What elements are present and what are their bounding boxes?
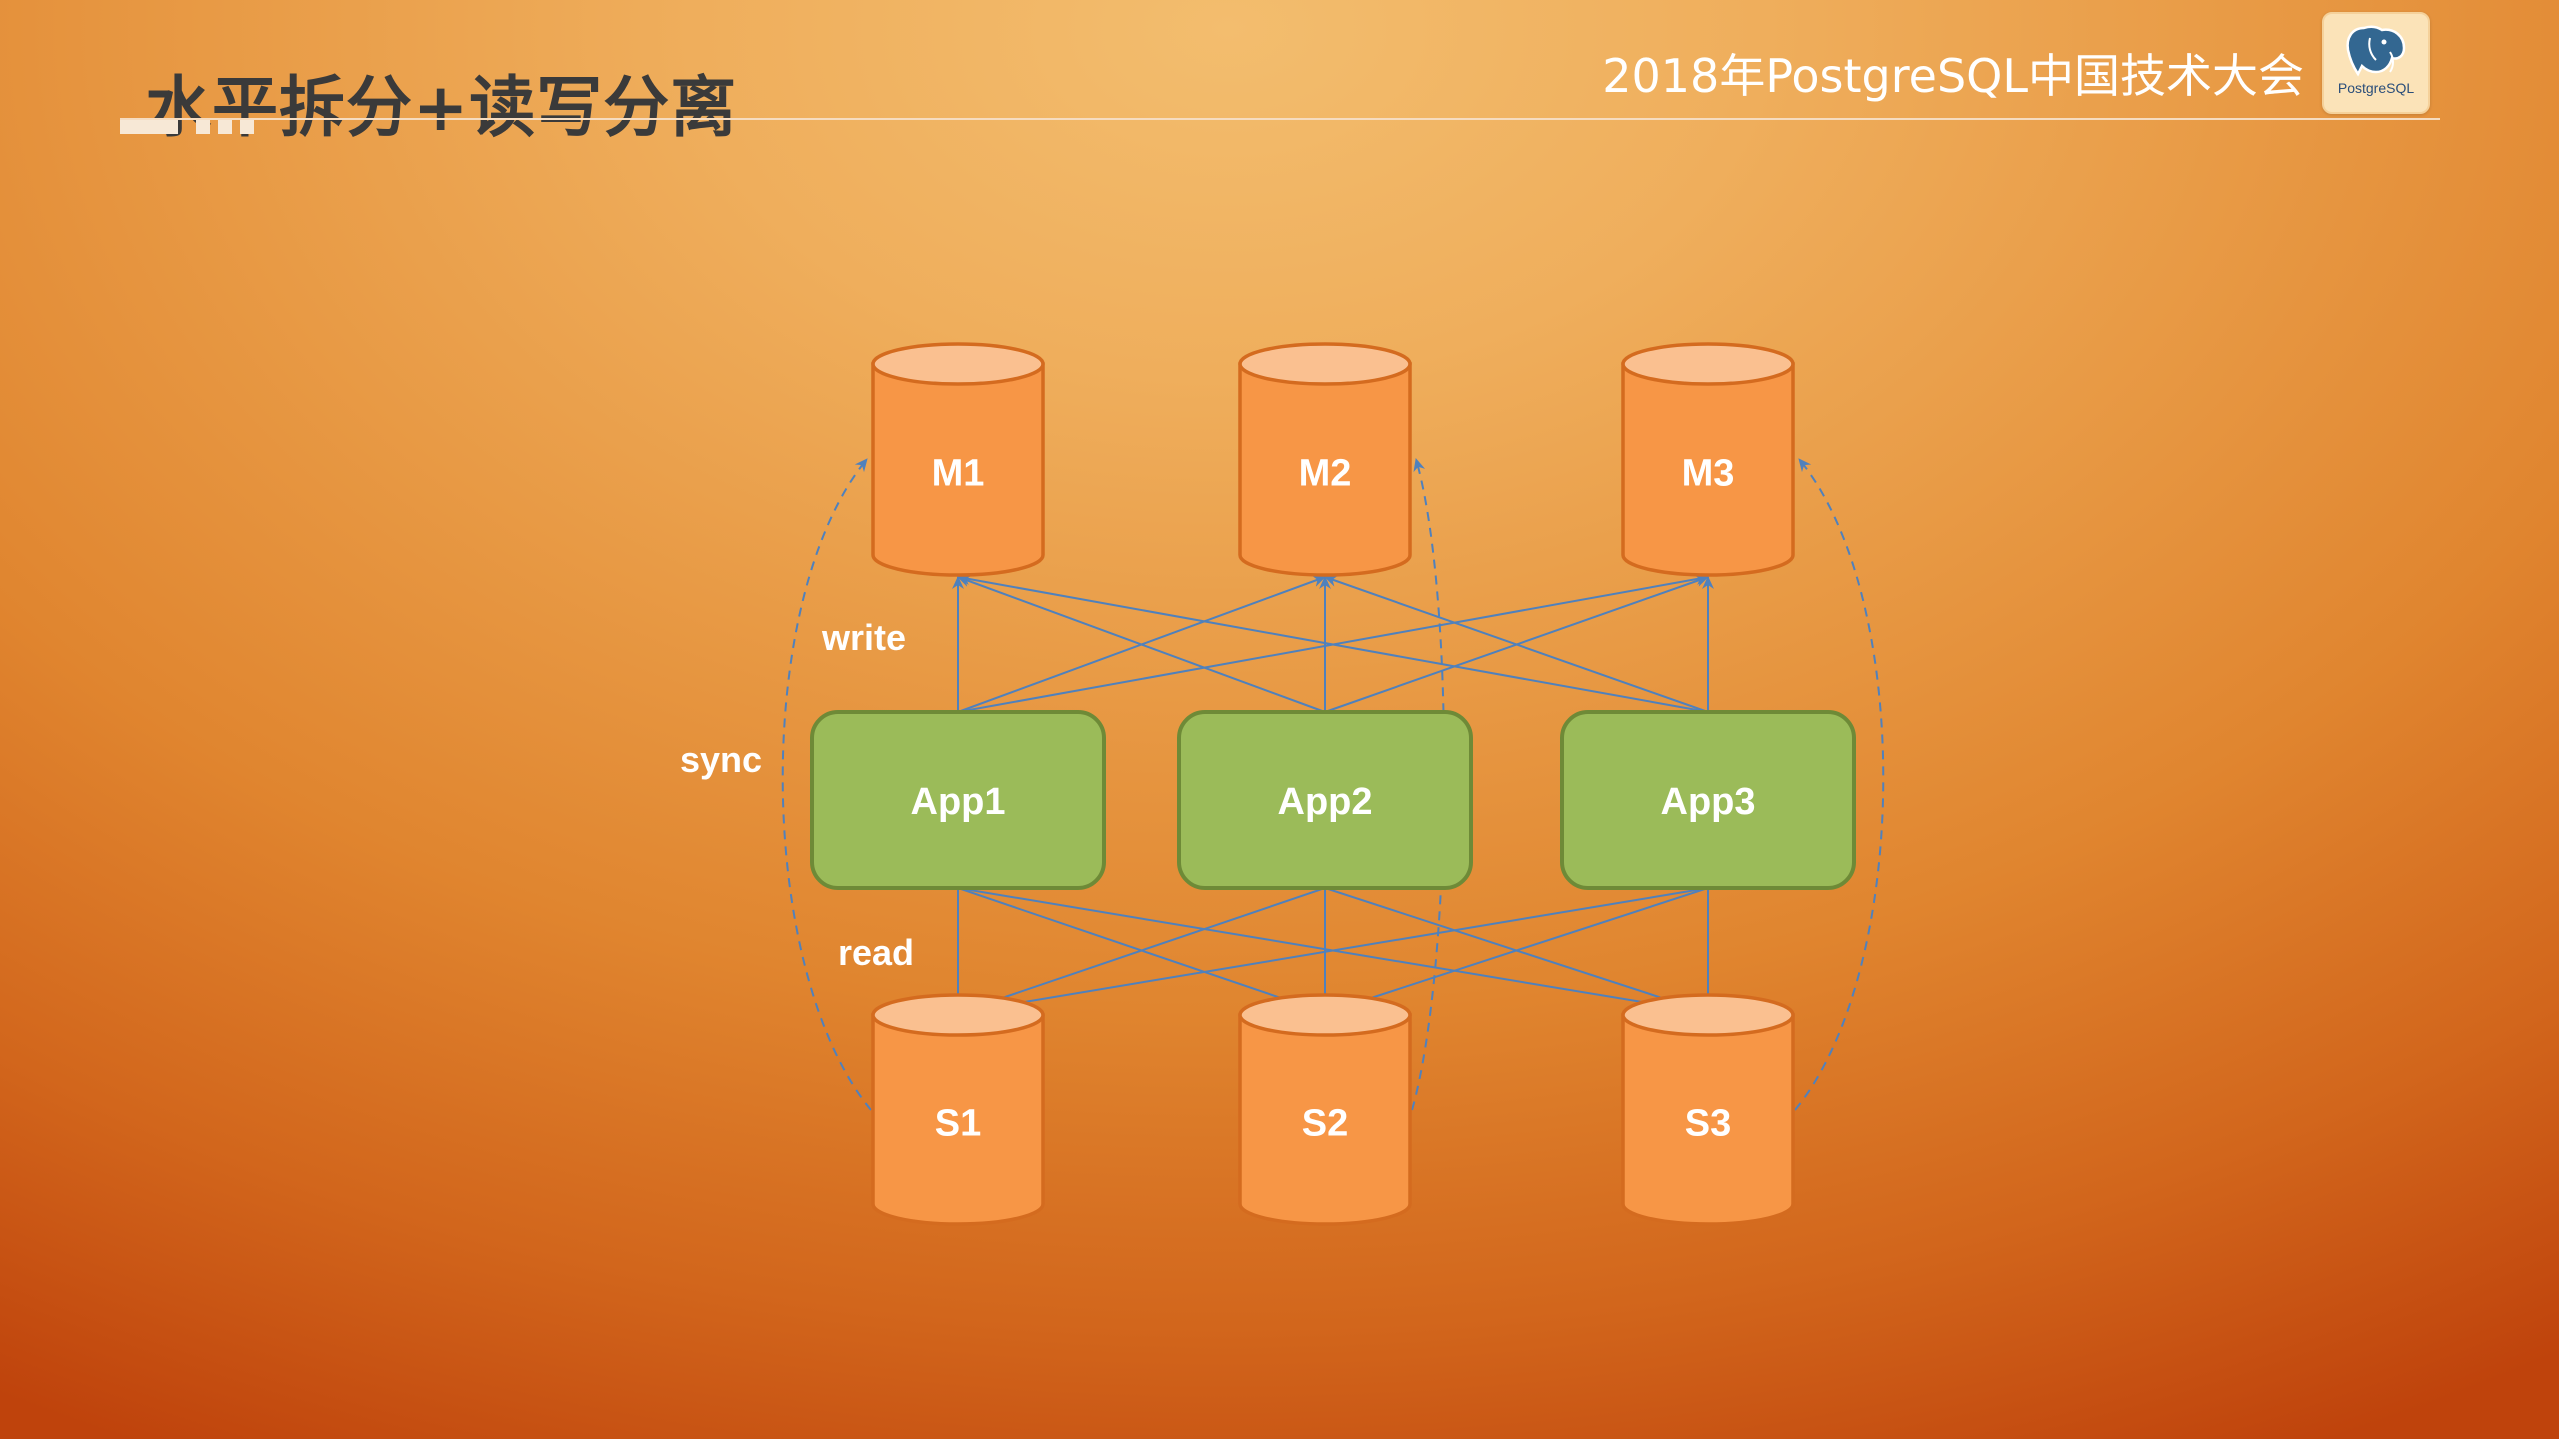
title-decoration (120, 118, 260, 136)
db-node-s3: S3 (1621, 993, 1795, 1226)
cylinder-top (871, 993, 1045, 1037)
edge-label-sync: sync (680, 739, 762, 780)
sync-edge-S3-M3 (1794, 458, 1885, 1111)
app-node-app2: App2 (1177, 710, 1473, 890)
cylinder-top (1238, 993, 1412, 1037)
db-node-s2: S2 (1238, 993, 1412, 1226)
write-edge-App3-M2 (1324, 575, 1709, 713)
postgresql-elephant-icon (2346, 25, 2406, 77)
db-node-m1: M1 (871, 342, 1045, 577)
read-edge-App3-S1 (957, 887, 1709, 1017)
cylinder-body (1238, 1013, 1412, 1226)
app-box (1560, 710, 1856, 890)
db-node-m2: M2 (1238, 342, 1412, 577)
edge-labels-layer: write read sync (680, 617, 914, 973)
cylinder-body (1621, 362, 1795, 577)
db-label: S1 (935, 1103, 981, 1145)
edge-label-write: write (821, 617, 906, 658)
write-edge-App2-M1 (957, 575, 1326, 713)
db-label: S3 (1685, 1103, 1731, 1145)
edges-layer (781, 458, 1885, 1111)
conference-name: 2018年PostgreSQL中国技术大会 (1602, 49, 2304, 103)
db-label: M1 (932, 453, 985, 495)
cylinder-body (871, 362, 1045, 577)
edge-label-read: read (838, 932, 914, 973)
read-edge-App3-S2 (1324, 887, 1709, 1015)
cylinder-top (1238, 342, 1412, 386)
app-label: App2 (1278, 781, 1373, 823)
sync-edge-S1-M1 (781, 458, 872, 1111)
app-box (810, 710, 1106, 890)
cylinder-top (871, 342, 1045, 386)
cylinder-body (1621, 1013, 1795, 1226)
write-edge-App3-M1 (957, 573, 1709, 713)
app-label: App1 (911, 781, 1006, 823)
header-rule (120, 118, 2440, 120)
logo-text: PostgreSQL (2337, 80, 2415, 96)
app-node-app1: App1 (810, 710, 1106, 890)
db-label: M3 (1682, 453, 1735, 495)
app-label: App3 (1661, 781, 1756, 823)
db-label: S2 (1302, 1103, 1348, 1145)
db-label: M2 (1299, 453, 1352, 495)
cylinder-top (1621, 342, 1795, 386)
read-edge-App2-S1 (957, 887, 1326, 1015)
app-node-app3: App3 (1560, 710, 1856, 890)
postgresql-logo: PostgreSQL (2322, 12, 2430, 114)
cylinder-body (1238, 362, 1412, 577)
app-box (1177, 710, 1473, 890)
db-node-s1: S1 (871, 993, 1045, 1226)
cylinder-body (871, 1013, 1045, 1226)
cylinder-top (1621, 993, 1795, 1037)
db-node-m3: M3 (1621, 342, 1795, 577)
